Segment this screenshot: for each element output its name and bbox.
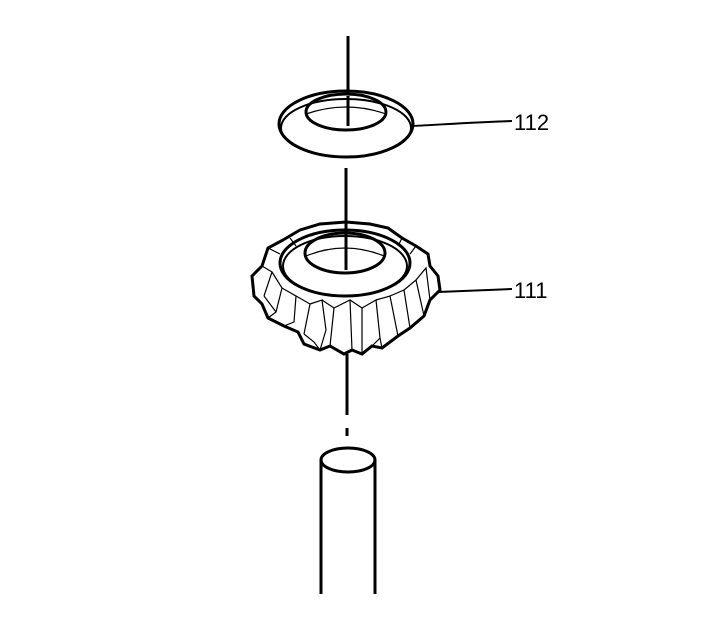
- gear-leader-line: [437, 288, 513, 293]
- thrust-washer: [277, 89, 415, 159]
- side-gear: [250, 220, 442, 356]
- center-axis: [344, 36, 350, 436]
- washer-callout-label: 112: [514, 110, 549, 135]
- washer-leader-line: [412, 120, 513, 127]
- gear-callout-label: 111: [514, 278, 547, 303]
- shaft: [319, 446, 377, 594]
